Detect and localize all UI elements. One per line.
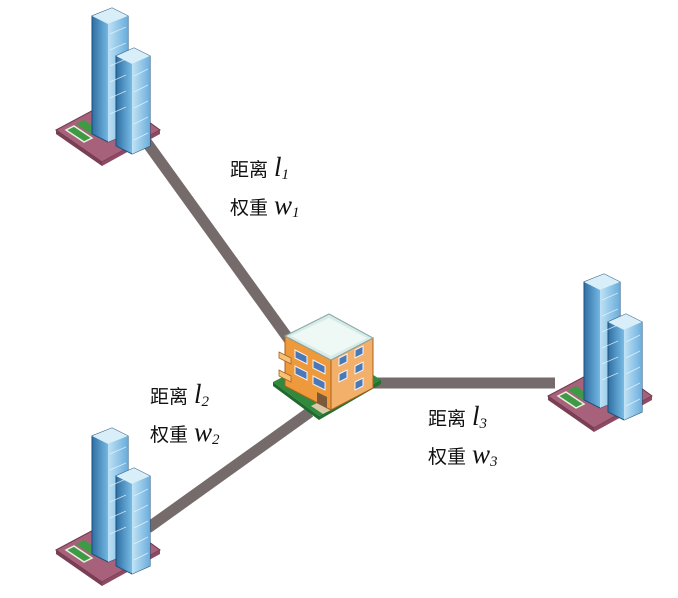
edge-3-distance-text: 距离 [428,408,467,430]
office-tower-icon [55,7,161,167]
edge-2-weight-symbol: w [194,417,213,447]
edge-2-distance-index: 2 [201,394,210,410]
edge-3-weight-index: 3 [490,454,498,470]
edge-3-distance-index: 3 [479,416,488,432]
road-2 [144,407,314,533]
edge-1-weight-symbol: w [274,190,293,220]
edge-2-distance-text: 距离 [150,386,189,408]
edge-2-weight-index: 2 [212,432,220,448]
office-tower-icon [55,427,161,587]
edge-2-distance-symbol: l [194,379,202,409]
edge-1-distance-symbol: l [274,152,282,182]
apartment-building-icon [273,313,381,420]
edge-3-weight-text: 权重 [428,446,467,468]
edge-2-weight-text: 权重 [150,424,189,446]
road-1 [140,136,303,356]
edge-1-weight-index: 1 [292,205,300,221]
edge-1-distance-index: 1 [281,167,290,183]
edge-3-weight-symbol: w [472,439,491,469]
office-tower-icon [547,273,653,433]
edge-1-weight-text: 权重 [230,197,269,219]
edge-3-distance-symbol: l [472,401,480,431]
edge-1-distance-text: 距离 [230,159,269,181]
